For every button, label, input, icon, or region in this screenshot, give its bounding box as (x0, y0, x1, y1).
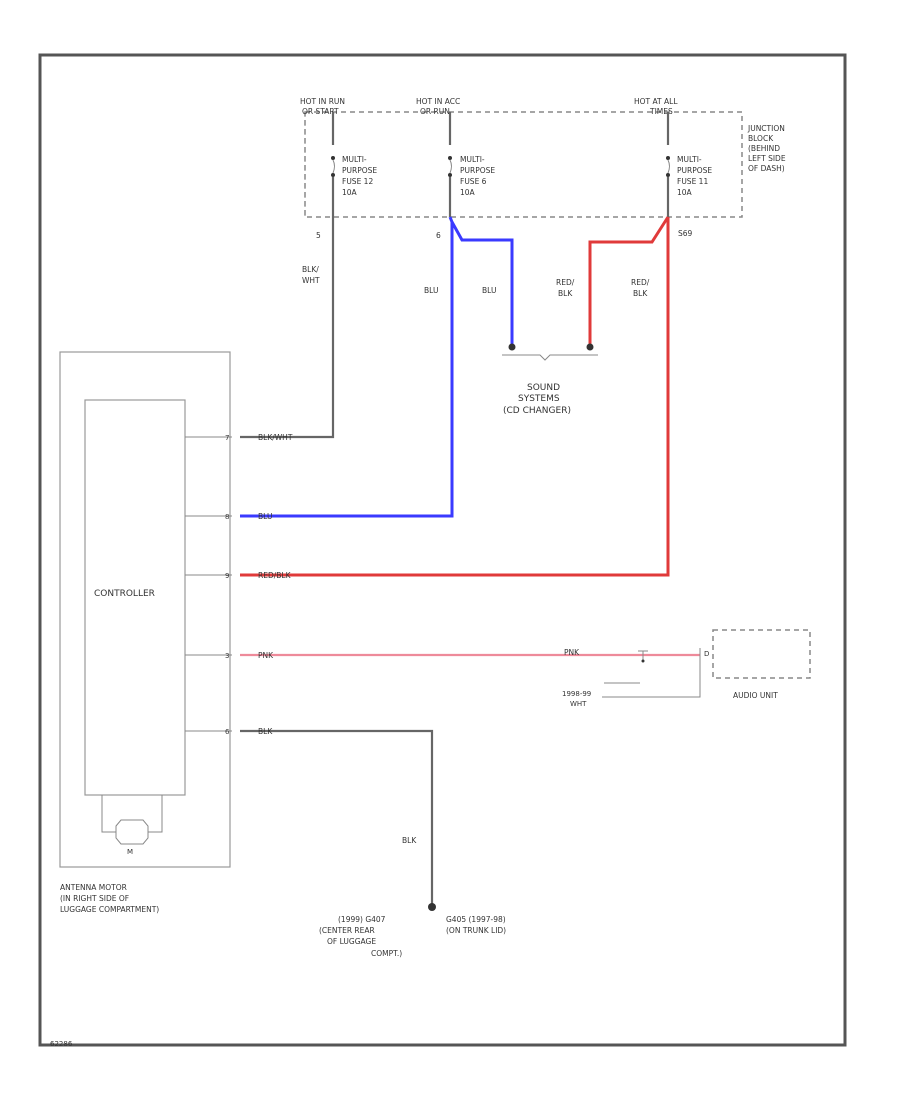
antenna-motor-label-1: ANTENNA MOTOR (60, 883, 127, 892)
wire-label-pnk-right: PNK (564, 648, 580, 657)
controller-connector: 7 8 9 3 6 (185, 434, 232, 736)
wire-red-blk-to-sound-system (588, 216, 670, 345)
fuse-6-label-4: 10A (460, 188, 476, 197)
wire-blu-to-controller (240, 216, 454, 518)
fuse-6-label-3: FUSE 6 (460, 177, 487, 186)
wire-red-blk-to-controller (240, 217, 670, 577)
motor-label: M (127, 848, 133, 856)
junction-block-label-3: (BEHIND (748, 144, 780, 153)
wire-label-blk-horizontal: BLK (258, 727, 273, 736)
junction-block-label-4: LEFT SIDE (748, 154, 786, 163)
sound-system-connector: SOUND SYSTEMS (CD CHANGER) (502, 343, 598, 416)
wire-label-blk-wht-2: WHT (302, 276, 320, 285)
controller-box (84, 399, 186, 796)
fuse-12-label-3: FUSE 12 (342, 177, 373, 186)
connector-pin-8: 8 (225, 513, 229, 521)
wire-label-blk-vertical: BLK (402, 836, 417, 845)
diagram-frame (38, 53, 847, 1047)
pnk-connector: D (602, 648, 709, 698)
fuse-6-label-2: PURPOSE (460, 166, 495, 175)
fuse-11-label-4: 10A (677, 188, 693, 197)
wire-label-red-blk-horizontal: RED/BLK (258, 571, 292, 580)
antenna-motor-box (59, 351, 231, 868)
hot-label-middle-line1: HOT IN ACC (416, 97, 460, 106)
fuse-12-label-1: MULTI- (342, 155, 367, 164)
audio-unit-label: AUDIO UNIT (733, 691, 778, 700)
ground-left-label-4: COMPT.) (371, 949, 402, 958)
fuse-6: MULTI- PURPOSE FUSE 6 10A (448, 112, 495, 217)
hot-label-middle-line2: OR RUN (420, 107, 450, 116)
audio-unit-pin: D (704, 650, 709, 658)
fuse-11: MULTI- PURPOSE FUSE 11 10A (666, 112, 712, 217)
controller-label: CONTROLLER (94, 589, 155, 599)
wire-label-red-blk-right-1: RED/ (631, 278, 650, 287)
connector-pin-7: 7 (225, 434, 229, 442)
sound-system-label-1: SOUND (527, 383, 560, 393)
fuse-11-label-3: FUSE 11 (677, 177, 708, 186)
wire-blk-wht (240, 217, 335, 439)
motor-symbol: M (101, 795, 163, 856)
ground-right-label-1: G405 (1997-98) (446, 915, 506, 924)
connector-pin-9: 9 (225, 572, 229, 580)
antenna-motor-label-2: (IN RIGHT SIDE OF (60, 894, 129, 903)
wire-label-red-blk-left-1: RED/ (556, 278, 575, 287)
fuse-12: MULTI- PURPOSE FUSE 12 10A (331, 112, 377, 217)
connector-pin-3: 3 (225, 652, 229, 660)
pin-label-fuse12: 5 (316, 231, 321, 240)
hot-label-right-line2: TIMES (649, 107, 673, 116)
wire-label-pnk-horizontal: PNK (258, 651, 274, 660)
wire-blu-to-sound-system (450, 221, 514, 345)
sound-system-label-3: (CD CHANGER) (503, 406, 571, 416)
wire-label-red-blk-left-2: BLK (558, 289, 573, 298)
sound-system-label-2: SYSTEMS (518, 394, 560, 404)
ground-right-label-2: (ON TRUNK LID) (446, 926, 506, 935)
ground-point (428, 903, 436, 911)
wire-label-red-blk-right-2: BLK (633, 289, 648, 298)
pin-label-fuse11: S69 (678, 229, 693, 238)
fuse-12-label-2: PURPOSE (342, 166, 377, 175)
fuse-11-label-2: PURPOSE (677, 166, 712, 175)
ground-left-label-2: (CENTER REAR (319, 926, 375, 935)
pin-label-fuse6: 6 (436, 231, 441, 240)
page-code: 62286 (50, 1040, 73, 1048)
junction-block-label-5: OF DASH) (748, 164, 785, 173)
wire-label-blu-left: BLU (424, 286, 438, 295)
audio-unit-box (712, 629, 811, 679)
junction-block-outline (304, 111, 743, 218)
wire-label-blk-wht-1: BLK/ (302, 265, 319, 274)
hot-label-left-line1: HOT IN RUN (300, 97, 345, 106)
hot-label-left-line2: OR START (302, 107, 339, 116)
fuse-12-label-4: 10A (342, 188, 358, 197)
ground-left-label-3: OF LUGGAGE (327, 937, 376, 946)
ground-left-label-1: (1999) G407 (338, 915, 386, 924)
wire-label-blk-wht-horizontal: BLK/WHT (258, 433, 293, 442)
wire-label-blu-right: BLU (482, 286, 496, 295)
fuse-11-label-1: MULTI- (677, 155, 702, 164)
connector-pin-6: 6 (225, 728, 230, 736)
junction-block-label-1: JUNCTION (747, 124, 785, 133)
junction-block-label-2: BLOCK (748, 134, 774, 143)
antenna-motor-label-3: LUGGAGE COMPARTMENT) (60, 905, 159, 914)
date-wht-label-1: 1998-99 (562, 690, 591, 698)
fuse-6-label-1: MULTI- (460, 155, 485, 164)
wire-blk-ground (240, 729, 434, 905)
wire-label-blu-horizontal: BLU (258, 512, 272, 521)
hot-label-right-line1: HOT AT ALL (634, 97, 678, 106)
date-wht-label-2: WHT (570, 700, 587, 708)
